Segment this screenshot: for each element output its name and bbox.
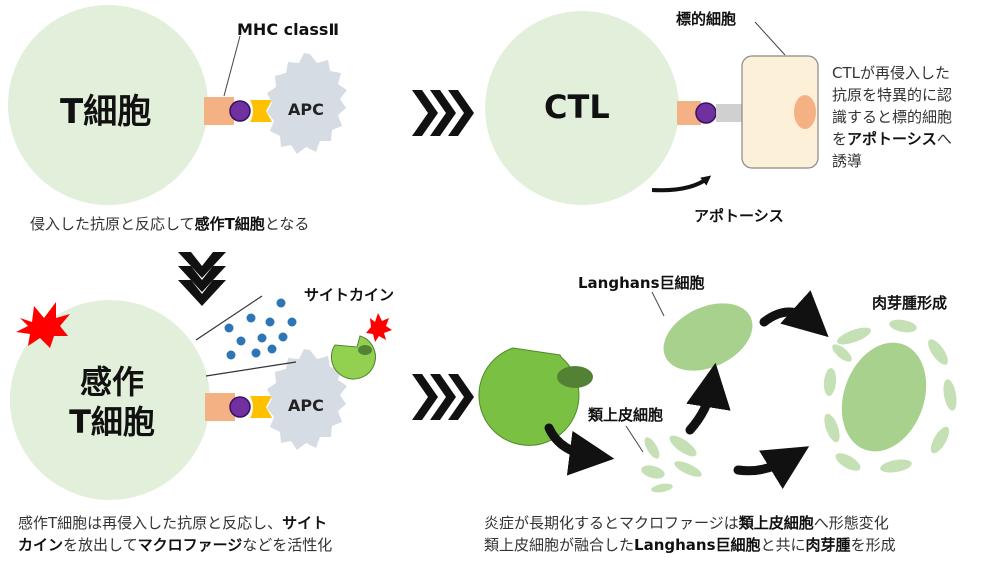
panel4-caption2-a: 類上皮細胞が融合した [484,536,635,554]
panel3-caption2-d: などを活性化 [242,536,333,554]
ctl-desc-line4: をアポトーシスへ [832,128,952,150]
panel4-caption-line2: 類上皮細胞が融合したLanghans巨細胞と共に肉芽腫を形成 [484,534,896,556]
ctl-connector [716,104,746,122]
ctl-desc-line2: 抗原を特異的に認 [832,86,953,104]
panel4-graphics [478,290,957,493]
langhans-pointer-line [651,291,665,317]
panel3-graphics [10,295,392,500]
panel4-caption1-c: へ形態変化 [813,514,889,532]
panel3-caption-line1: 感作T細胞は再侵入した抗原と反応し、サイト [18,512,332,534]
granuloma [823,319,957,473]
mhc-label: MHC classⅡ [237,20,339,39]
target-cell-label: 標的細胞 [676,10,737,28]
panel1-caption: 侵入した抗原と反応して感作T細胞となる [30,214,309,234]
t-cell [8,5,208,205]
panel2-graphics [485,11,819,205]
apc-cell [267,53,347,154]
ctl-cell [485,11,679,205]
panel3-caption2-c: マクロファージ [137,536,243,554]
cytokine-line-top [195,295,263,341]
sensitized-label-line1: 感作 [79,363,144,401]
small-macrophage-nucleus [358,345,372,355]
apc-label-2: APC [288,396,324,415]
granuloma-label: 肉芽腫形成 [872,294,948,312]
panel3-caption1-b: サイト [282,514,328,532]
cytokine-line-bottom [205,361,297,377]
large-macrophage-nucleus [557,366,593,388]
arrow-to-epithelioid [544,423,615,476]
sensitized-mhc [250,396,272,418]
panel1-graphics [8,5,347,205]
t-cell-label: T細胞 [60,92,152,132]
panel4-caption1-a: 炎症が長期化するとマクロファージは [484,514,739,532]
panel1-caption-a: 侵入した抗原と反応して [30,215,195,233]
ctl-description: CTLが再侵入した 抗原を特異的に認 識すると標的細胞 をアポトーシスへ 誘導 [832,62,952,172]
arrow-langhans-to-granuloma [759,290,829,338]
panel3-caption1-a: 感作T細胞は再侵入した抗原と反応し、 [18,514,283,532]
langhans-giant-cell [663,303,753,371]
panel4-caption2-c: と共に [760,536,806,554]
chevrons-right-bottom [412,374,474,420]
langhans-label: Langhans巨細胞 [578,274,705,292]
target-cell [741,55,819,169]
panel3-caption2-a: カイン [18,536,64,554]
ctl-antigen [695,102,717,124]
epithelioid-cells [641,435,702,493]
ctl-label: CTL [544,88,610,126]
panel4-caption1-b: 類上皮細胞 [738,514,814,532]
activation-burst [16,302,70,348]
panel4-caption2-e: を形成 [850,536,896,554]
cytokines [224,298,297,360]
panel4-caption: 炎症が長期化するとマクロファージは類上皮細胞へ形態変化 類上皮細胞が融合したLa… [484,512,896,556]
sensitized-t-cell [10,300,210,500]
target-nucleus [794,95,816,129]
sensitized-label-line2: T細胞 [69,403,155,441]
t-cell-receptor [204,97,234,125]
ctl-desc-line4-b: アポトーシス [847,130,937,148]
process-arrows [544,290,829,489]
ctl-desc-line5: 誘導 [832,152,863,170]
cytokine-label: サイトカイン [304,286,395,304]
target-pointer-line [754,21,786,56]
sensitized-antigen [229,396,251,418]
apoptosis-label: アポトーシス [694,207,784,225]
arrow-epithelioid-to-granuloma [733,446,810,489]
ctl-desc-line3: 識すると標的細胞 [832,108,953,126]
chevrons-down [178,252,226,306]
chevrons-right-top [412,90,474,136]
ctl-desc-line4-c: へ [936,130,952,148]
panel4-caption2-d: 肉芽腫 [805,536,851,554]
arrow-to-langhans [685,362,731,435]
panel1-caption-c: となる [264,215,310,233]
panel3-caption2-b: を放出して [63,536,138,554]
panel4-caption2-b: Langhans巨細胞 [634,536,761,554]
ctl-desc-line1: CTLが再侵入した [832,64,950,82]
panel3-caption: 感作T細胞は再侵入した抗原と反応し、サイト カインを放出してマクロファージなどを… [18,512,332,556]
panel4-caption-line1: 炎症が長期化するとマクロファージは類上皮細胞へ形態変化 [484,512,896,534]
small-macrophage [330,335,376,380]
apoptosis-arrow [651,175,712,193]
sensitized-t-cell-label: 感作 T細胞 [66,362,158,442]
panel3-caption-line2: カインを放出してマクロファージなどを活性化 [18,534,332,556]
apc-label-1: APC [288,100,324,119]
apc-cell-2 [267,349,347,450]
epithelioid-pointer-line [625,425,644,453]
mhc-class-ii [250,100,272,122]
ctl-desc-line4-a: を [832,130,848,148]
antigen [229,100,251,122]
large-macrophage [478,347,580,446]
panel1-caption-b: 感作T細胞 [194,215,265,233]
epithelioid-label: 類上皮細胞 [588,406,664,424]
small-burst [366,313,392,342]
mhc-pointer-line [223,35,241,97]
